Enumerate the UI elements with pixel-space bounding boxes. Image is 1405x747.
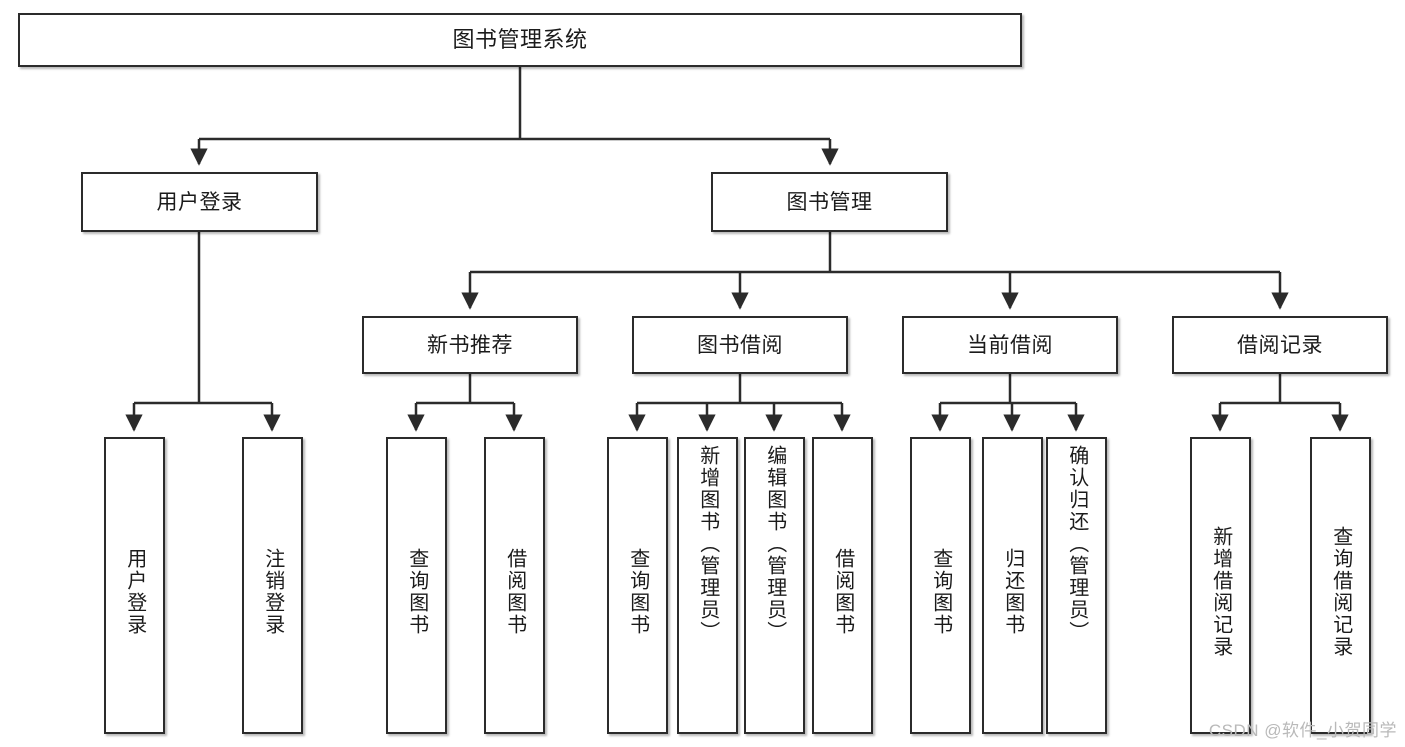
- node-leaf-borrow-book-1[interactable]: 借阅图书: [484, 437, 545, 734]
- node-leaf-query-book-3-label: 查询图书: [929, 547, 952, 636]
- node-root-label: 图书管理系统: [452, 27, 588, 52]
- node-book-manage-label: 图书管理: [786, 190, 873, 214]
- node-root[interactable]: 图书管理系统: [18, 13, 1022, 67]
- node-leaf-query-book-1-label: 查询图书: [405, 547, 428, 636]
- node-leaf-return-book-label: 归还图书: [1001, 547, 1024, 636]
- node-leaf-confirm-return-label: 确认归还（管理员）: [1065, 445, 1088, 643]
- node-book-borrow[interactable]: 图书借阅: [632, 316, 848, 374]
- node-leaf-query-book-2[interactable]: 查询图书: [607, 437, 668, 734]
- node-leaf-logout[interactable]: 注销登录: [242, 437, 303, 734]
- node-leaf-return-book[interactable]: 归还图书: [982, 437, 1043, 734]
- node-leaf-query-record[interactable]: 查询借阅记录: [1310, 437, 1371, 734]
- node-leaf-borrow-book-2-label: 借阅图书: [831, 547, 854, 636]
- node-leaf-add-record-label: 新增借阅记录: [1209, 525, 1232, 658]
- node-leaf-user-login[interactable]: 用户登录: [104, 437, 165, 734]
- node-leaf-query-record-label: 查询借阅记录: [1329, 525, 1352, 658]
- node-current-borrow[interactable]: 当前借阅: [902, 316, 1118, 374]
- node-leaf-query-book-1[interactable]: 查询图书: [386, 437, 447, 734]
- node-leaf-add-record[interactable]: 新增借阅记录: [1190, 437, 1251, 734]
- node-leaf-borrow-book-1-label: 借阅图书: [503, 547, 526, 636]
- watermark: CSDN @软件_小贺同学: [1208, 721, 1397, 740]
- node-leaf-query-book-3[interactable]: 查询图书: [910, 437, 971, 734]
- node-current-borrow-label: 当前借阅: [967, 333, 1053, 357]
- node-leaf-query-book-2-label: 查询图书: [626, 547, 649, 636]
- node-leaf-add-book[interactable]: 新增图书（管理员）: [677, 437, 738, 734]
- node-leaf-borrow-book-2[interactable]: 借阅图书: [812, 437, 873, 734]
- node-new-book-recommend-label: 新书推荐: [427, 333, 513, 357]
- node-borrow-record-label: 借阅记录: [1237, 333, 1323, 357]
- node-user-login[interactable]: 用户登录: [81, 172, 318, 232]
- node-book-manage[interactable]: 图书管理: [711, 172, 948, 232]
- node-book-borrow-label: 图书借阅: [697, 333, 783, 357]
- node-leaf-logout-label: 注销登录: [261, 547, 284, 636]
- node-leaf-confirm-return[interactable]: 确认归还（管理员）: [1046, 437, 1107, 734]
- node-leaf-user-login-label: 用户登录: [123, 547, 146, 636]
- node-borrow-record[interactable]: 借阅记录: [1172, 316, 1388, 374]
- node-leaf-edit-book[interactable]: 编辑图书（管理员）: [744, 437, 805, 734]
- node-user-login-label: 用户登录: [156, 190, 243, 214]
- node-leaf-add-book-label: 新增图书（管理员）: [696, 445, 719, 643]
- node-leaf-edit-book-label: 编辑图书（管理员）: [763, 445, 786, 643]
- node-new-book-recommend[interactable]: 新书推荐: [362, 316, 578, 374]
